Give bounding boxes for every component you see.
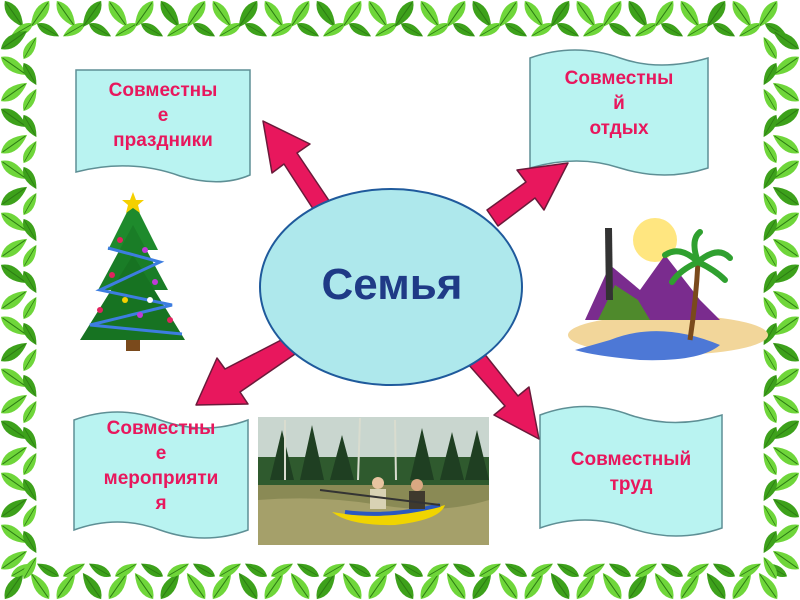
banner-holidays-line: Совместны [76, 78, 250, 103]
kayak-photo [258, 417, 489, 545]
banner-rest-line: й [530, 91, 708, 116]
banner-holidays-line: праздники [76, 128, 250, 153]
banner-work-line: труд [540, 472, 722, 497]
banner-holidays: Совместны е праздники [76, 78, 250, 153]
arrow-to-holidays [263, 121, 332, 215]
center-label: Семья [262, 255, 522, 315]
banner-rest: Совместны й отдых [530, 66, 708, 141]
banner-work-line: Совместный [540, 447, 722, 472]
banner-work: Совместный труд [540, 447, 722, 497]
banner-events-line: е [74, 441, 248, 466]
banner-events-line: мероприяти [74, 466, 248, 491]
banner-events: Совместны е мероприяти я [74, 416, 248, 516]
banner-events-line: я [74, 491, 248, 516]
arrow-to-rest [487, 163, 568, 226]
banner-rest-line: Совместны [530, 66, 708, 91]
banner-rest-line: отдых [530, 116, 708, 141]
arrow-to-events [196, 337, 298, 405]
tropical-island-image [568, 218, 768, 360]
christmas-tree-image [80, 192, 185, 351]
banner-holidays-line: е [76, 103, 250, 128]
banner-events-line: Совместны [74, 416, 248, 441]
